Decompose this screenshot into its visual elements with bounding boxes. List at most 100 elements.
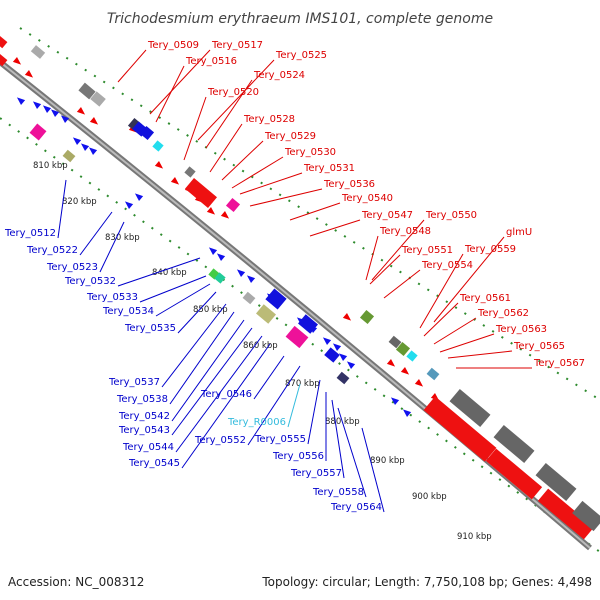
gene-block-grey (388, 335, 402, 349)
reverse-label-tery-0564[interactable]: Tery_0564 (330, 502, 382, 513)
reverse-label-tery-0558[interactable]: Tery_0558 (312, 487, 364, 498)
reverse-label-tery-0546[interactable]: Tery_0546 (200, 389, 252, 400)
leader-line (117, 257, 201, 287)
reverse-label-tery-0555[interactable]: Tery_0555 (254, 434, 306, 445)
forward-label-tery-0550[interactable]: Tery_0550 (425, 210, 477, 221)
topology-text: Topology: circular; Length: 7,750,108 bp… (261, 575, 592, 589)
forward-label-tery-0562[interactable]: Tery_0562 (477, 308, 529, 319)
forward-gene-arrow (414, 378, 424, 387)
leader-line (79, 211, 113, 256)
reverse-label-tery-0556[interactable]: Tery_0556 (272, 451, 324, 462)
forward-gene-arrow (24, 69, 34, 78)
reverse-label-tery-0544[interactable]: Tery_0544 (122, 442, 174, 453)
reverse-label-tery-0532[interactable]: Tery_0532 (64, 276, 116, 287)
gene-block-magenta (285, 325, 309, 349)
reverse-label-tery-0557[interactable]: Tery_0557 (290, 468, 342, 479)
forward-label-tery-0547[interactable]: Tery_0547 (361, 210, 413, 221)
forward-label-tery-0561[interactable]: Tery_0561 (459, 293, 511, 304)
reverse-gene-arrow (124, 201, 134, 210)
forward-label-tery-0525[interactable]: Tery_0525 (275, 50, 327, 61)
leader-line (155, 283, 211, 317)
reverse-label-tery-0545[interactable]: Tery_0545 (128, 458, 180, 469)
forward-label-tery-0548[interactable]: Tery_0548 (379, 226, 431, 237)
leader-line (149, 49, 211, 115)
reverse-label-tery-0543[interactable]: Tery_0543 (118, 425, 170, 436)
gene-block-grey (572, 500, 600, 532)
leader-line (249, 188, 323, 207)
reverse-label-tery-0537[interactable]: Tery_0537 (108, 377, 160, 388)
reverse-label-tery-0523[interactable]: Tery_0523 (46, 262, 98, 273)
leader-line (247, 365, 301, 446)
forward-gene-arrow (386, 358, 396, 367)
forward-label-tery-0565[interactable]: Tery_0565 (513, 341, 565, 352)
gene-block-dark (336, 371, 350, 385)
reverse-gene-arrow (346, 361, 356, 370)
leader-line (361, 427, 385, 513)
forward-label-tery-0524[interactable]: Tery_0524 (253, 70, 305, 81)
forward-gene-block (537, 488, 595, 540)
reverse-label-tery-0552[interactable]: Tery_0552 (194, 435, 246, 446)
leader-line (337, 407, 367, 498)
gene-block-steel (426, 367, 440, 381)
forward-label-tery-0559[interactable]: Tery_0559 (464, 244, 516, 255)
forward-label-tery-0517[interactable]: Tery_0517 (211, 40, 263, 51)
leader-line (231, 156, 284, 189)
gene-block-grey (30, 45, 46, 59)
leader-line (209, 123, 243, 173)
forward-label-tery-0520[interactable]: Tery_0520 (207, 87, 259, 98)
forward-gene-arrow (154, 160, 164, 169)
leader-line (57, 179, 67, 239)
tick-label-850-kbp: 850 kbp (193, 305, 228, 315)
reverse-label-tery-0522[interactable]: Tery_0522 (26, 245, 78, 256)
reverse-label-tery-0542[interactable]: Tery_0542 (118, 411, 170, 422)
forward-label-tery-0563[interactable]: Tery_0563 (495, 324, 547, 335)
reverse-label-tery-0512[interactable]: Tery_0512 (4, 228, 56, 239)
reverse-gene-block (265, 288, 287, 310)
reverse-gene-arrow (60, 115, 70, 124)
forward-label-tery-0536[interactable]: Tery_0536 (323, 179, 375, 190)
tick-label-870-kbp: 870 kbp (285, 379, 320, 389)
tick-label-820-kbp: 820 kbp (62, 197, 97, 207)
forward-label-tery-0528[interactable]: Tery_0528 (243, 114, 295, 125)
forward-gene-arrow (170, 176, 180, 185)
tick-label-890-kbp: 890 kbp (370, 456, 405, 466)
gene-block-magenta (225, 197, 241, 213)
leader-line (439, 333, 495, 353)
forward-label-tery-0551[interactable]: Tery_0551 (401, 245, 453, 256)
leader-line (239, 172, 303, 195)
leader-line (383, 269, 421, 299)
leader-line (175, 335, 263, 453)
reverse-label-tery-0535[interactable]: Tery_0535 (124, 323, 176, 334)
leader-line (371, 219, 425, 281)
tick-label-910-kbp: 910 kbp (457, 532, 492, 542)
leader-line (289, 202, 341, 221)
forward-label-tery-0540[interactable]: Tery_0540 (341, 193, 393, 204)
forward-label-tery-0529[interactable]: Tery_0529 (264, 131, 316, 142)
reverse-gene-arrow (236, 269, 246, 278)
leader-line (447, 350, 513, 359)
forward-label-glmu[interactable]: glmU (506, 227, 532, 238)
gene-block-green (359, 309, 375, 325)
leader-line (331, 399, 345, 479)
gene-block-teal (214, 272, 226, 284)
reverse-label-tery-0538[interactable]: Tery_0538 (116, 394, 168, 405)
forward-label-tery-0509[interactable]: Tery_0509 (147, 40, 199, 51)
gene-block-grey (535, 463, 577, 501)
reverse-label-tery-0533[interactable]: Tery_0533 (86, 292, 138, 303)
leader-line (183, 96, 207, 161)
reverse-gene-arrow (322, 337, 332, 346)
reverse-label-tery-0534[interactable]: Tery_0534 (102, 306, 154, 317)
leader-line (307, 379, 321, 445)
forward-label-tery-0554[interactable]: Tery_0554 (421, 260, 473, 271)
leader-line (253, 355, 285, 400)
forward-label-tery-0530[interactable]: Tery_0530 (284, 147, 336, 158)
rna-label-tery-r0006[interactable]: Tery_R0006 (227, 417, 286, 428)
reverse-gene-arrow (72, 137, 82, 146)
forward-label-tery-0516[interactable]: Tery_0516 (185, 56, 237, 67)
reverse-gene-block (324, 347, 340, 363)
forward-gene-arrow (220, 210, 230, 219)
forward-label-tery-0567[interactable]: Tery_0567 (533, 358, 585, 369)
forward-label-tery-0531[interactable]: Tery_0531 (303, 163, 355, 174)
forward-gene-arrow (206, 206, 216, 215)
